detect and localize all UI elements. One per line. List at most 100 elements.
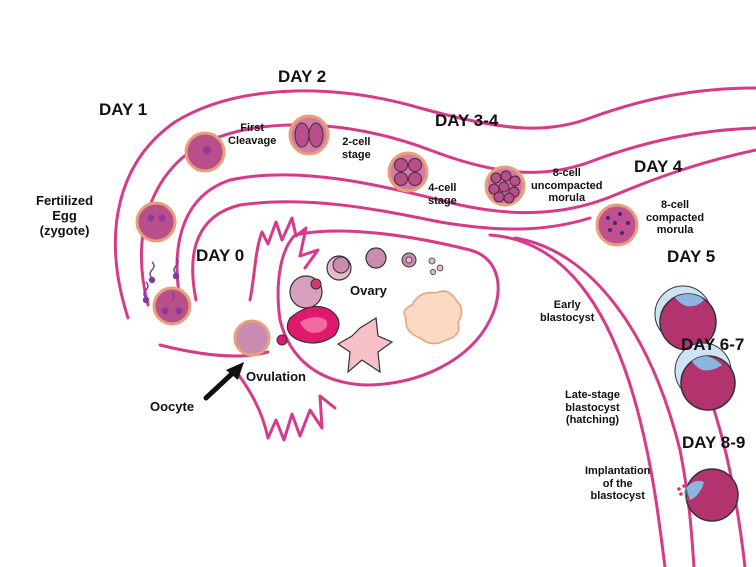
- fimbriae-bottom: [233, 368, 337, 442]
- blastomere: [394, 172, 408, 186]
- sperm-tail: [173, 257, 179, 275]
- ovulation-label: Ovulation: [246, 369, 306, 384]
- trophoblast-dot: [684, 490, 688, 494]
- sperm-group: [142, 257, 180, 304]
- uterine-wall-outer: [488, 233, 667, 567]
- corpus-albicans-white: [336, 316, 394, 374]
- label-line: compacted: [646, 211, 705, 224]
- ovary-contents: [276, 247, 463, 374]
- sperm-tail: [143, 281, 149, 299]
- label-line: uncompacted: [531, 179, 603, 192]
- tube-inner-loop: [191, 200, 592, 302]
- sperm-head: [148, 276, 156, 284]
- corpus-luteum-inner: [300, 316, 328, 333]
- blastocyst-body: [680, 355, 736, 411]
- arrow-shaft: [203, 367, 239, 401]
- day-label-6-7: DAY 6-7: [681, 335, 745, 354]
- day-label-3-4: DAY 3-4: [435, 111, 499, 130]
- fertilization-cell: [152, 286, 192, 326]
- label-line: Cleavage: [228, 134, 277, 147]
- tube-inner-wall: [140, 123, 756, 307]
- follicle-oocyte: [405, 256, 413, 264]
- tube-outer-wall: [113, 86, 756, 320]
- nucleus: [203, 146, 211, 154]
- uterine-wall-inner: [513, 236, 696, 567]
- blastomere: [490, 172, 502, 184]
- two-cell-embryo: [288, 114, 330, 156]
- label-line: 8-cell: [552, 167, 581, 179]
- trophoblast-invasion: [686, 480, 704, 500]
- inner-cell-mass: [690, 356, 722, 371]
- label-line: stage: [428, 194, 457, 207]
- nucleus: [606, 216, 610, 220]
- zygote-cell: [135, 201, 177, 243]
- first-cleavage-label: First Cleavage: [228, 122, 276, 147]
- day-label-4: DAY 4: [634, 157, 683, 176]
- hatching-blastocyst: [674, 342, 736, 411]
- nucleus: [147, 214, 155, 222]
- blastomere: [394, 158, 408, 172]
- nucleus: [175, 307, 183, 315]
- label-line: 4-cell: [428, 182, 457, 194]
- day-label-2: DAY 2: [278, 67, 327, 86]
- blastomere: [308, 122, 324, 148]
- trophoblast-dot: [679, 492, 683, 496]
- ovulated-follicle: [276, 334, 288, 346]
- label-line: Fertilized: [36, 193, 94, 208]
- sperm-head: [142, 296, 150, 304]
- day-label-5: DAY 5: [667, 247, 716, 266]
- implanting-blastocyst: [677, 468, 739, 522]
- label-line: of the: [602, 477, 633, 490]
- blastomere: [498, 181, 510, 193]
- fimbriae-top: [248, 216, 320, 302]
- early-blastocyst-label: Early blastocyst: [540, 299, 594, 324]
- sperm-tail: [171, 291, 175, 301]
- arrow-head: [226, 362, 244, 380]
- nucleus: [626, 221, 630, 225]
- label-line: Late-stage: [565, 389, 621, 401]
- ovulated-oocyte: [233, 319, 271, 357]
- tube-lumen-line: [175, 148, 756, 302]
- compacted-morula-label: 8-cell compacted morula: [646, 199, 704, 237]
- label-line: blastocyst: [565, 401, 620, 414]
- trophoblast-dot: [677, 487, 681, 491]
- primordial-follicle: [428, 257, 436, 265]
- follicle: [365, 247, 387, 269]
- uncompacted-morula: [484, 165, 526, 207]
- trophoblast-dot: [686, 497, 690, 501]
- cell-zona: [387, 151, 429, 193]
- blastomere: [408, 172, 422, 186]
- cell-zona: [135, 201, 177, 243]
- label-line: stage: [342, 148, 371, 161]
- arrow-pointer: [203, 362, 244, 401]
- nucleus: [158, 214, 166, 222]
- blastomere: [294, 122, 310, 148]
- label-line: Early: [553, 299, 581, 311]
- day-label-8-9: DAY 8-9: [682, 433, 746, 452]
- inner-cell-mass: [672, 294, 704, 307]
- oocyte-label: Oocyte: [150, 399, 195, 414]
- fallopian-tube-outline: [113, 86, 756, 567]
- early-blastocyst: [654, 285, 717, 351]
- label-line: Implantation: [585, 465, 651, 477]
- ovary-body: [276, 229, 500, 387]
- first-cleavage-cell: [184, 131, 226, 173]
- blastomere: [503, 192, 515, 204]
- four-cell-embryo: [387, 151, 429, 193]
- label-line: (hatching): [565, 414, 620, 427]
- cell-zona: [595, 203, 639, 247]
- blastomere: [509, 175, 521, 187]
- ovary-label: Ovary: [350, 283, 387, 298]
- nucleus: [161, 307, 169, 315]
- label-line: (zygote): [39, 222, 90, 238]
- label-line: morula: [656, 224, 694, 237]
- label-line: blastocyst: [590, 490, 645, 503]
- label-line: blastocyst: [540, 311, 595, 324]
- day-label-1: DAY 1: [99, 100, 148, 119]
- primordial-follicle: [436, 264, 444, 272]
- two-cell-label: 2-cell stage: [342, 136, 371, 161]
- fertilized-egg-label: Fertilized Egg (zygote): [36, 193, 94, 239]
- blastomere: [500, 170, 512, 182]
- trophoblast-dot: [682, 484, 686, 488]
